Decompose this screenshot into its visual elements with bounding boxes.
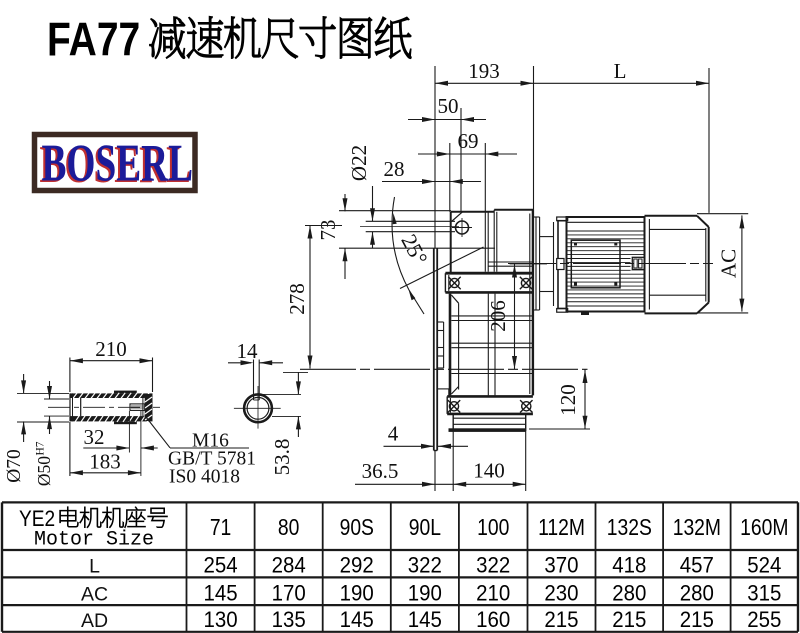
svg-text:GB/T 5781: GB/T 5781 (168, 449, 256, 470)
svg-text:170: 170 (272, 581, 306, 606)
svg-text:280: 280 (612, 581, 646, 606)
svg-text:Ø50: Ø50 (34, 456, 54, 486)
svg-text:278: 278 (285, 283, 309, 315)
svg-text:190: 190 (340, 581, 374, 606)
svg-text:418: 418 (612, 553, 646, 578)
svg-text:145: 145 (203, 581, 237, 606)
svg-text:120: 120 (556, 384, 580, 416)
svg-text:160M: 160M (740, 516, 788, 541)
svg-text:69: 69 (458, 129, 479, 153)
svg-text:215: 215 (544, 607, 578, 632)
svg-text:Ø22: Ø22 (347, 145, 371, 181)
svg-text:53.8: 53.8 (270, 439, 294, 476)
svg-text:210: 210 (476, 581, 510, 606)
svg-text:80: 80 (278, 516, 299, 541)
svg-text:284: 284 (272, 553, 306, 578)
svg-text:145: 145 (340, 607, 374, 632)
svg-text:100: 100 (477, 516, 509, 541)
svg-text:193: 193 (468, 59, 500, 83)
svg-text:457: 457 (680, 553, 714, 578)
svg-text:YE2: YE2 (19, 507, 55, 532)
svg-text:73: 73 (316, 220, 340, 241)
svg-text:160: 160 (476, 607, 510, 632)
svg-text:135: 135 (272, 607, 306, 632)
svg-text:210: 210 (95, 337, 127, 361)
svg-text:215: 215 (680, 607, 714, 632)
svg-text:FA77: FA77 (47, 14, 140, 66)
svg-text:370: 370 (544, 553, 578, 578)
svg-text:Motor Size: Motor Size (34, 529, 154, 552)
svg-text:AC: AC (81, 584, 108, 606)
svg-text:215: 215 (612, 607, 646, 632)
svg-text:206: 206 (486, 300, 510, 332)
svg-text:H7: H7 (35, 441, 47, 455)
svg-text:183: 183 (89, 450, 121, 474)
svg-text:L: L (614, 59, 627, 83)
svg-text:14: 14 (237, 339, 259, 363)
svg-text:130: 130 (203, 607, 237, 632)
svg-text:524: 524 (747, 553, 781, 578)
svg-text:280: 280 (680, 581, 714, 606)
svg-text:IS0 4018: IS0 4018 (169, 467, 240, 488)
svg-text:254: 254 (203, 553, 237, 578)
svg-text:90L: 90L (409, 516, 441, 541)
svg-text:AC: AC (717, 249, 741, 278)
svg-text:230: 230 (544, 581, 578, 606)
svg-text:4: 4 (388, 422, 399, 446)
svg-text:140: 140 (473, 459, 505, 483)
svg-text:255: 255 (747, 607, 781, 632)
svg-text:132S: 132S (607, 516, 652, 541)
svg-text:32: 32 (84, 425, 105, 449)
svg-text:36.5: 36.5 (362, 459, 399, 483)
svg-text:25°: 25° (396, 230, 433, 269)
svg-text:28: 28 (384, 157, 405, 181)
svg-text:AD: AD (81, 610, 108, 632)
svg-text:71: 71 (210, 516, 231, 541)
svg-text:Ø70: Ø70 (4, 449, 25, 483)
svg-text:145: 145 (408, 607, 442, 632)
svg-text:190: 190 (408, 581, 442, 606)
svg-text:322: 322 (476, 553, 510, 578)
svg-text:322: 322 (408, 553, 442, 578)
svg-text:BOSERL: BOSERL (42, 133, 194, 192)
svg-text:292: 292 (340, 553, 374, 578)
svg-text:L: L (89, 556, 100, 578)
svg-text:90S: 90S (340, 516, 374, 541)
svg-text:315: 315 (747, 581, 781, 606)
svg-text:50: 50 (438, 94, 459, 118)
svg-text:BOSERL: BOSERL (40, 134, 192, 193)
svg-text:M16: M16 (192, 431, 229, 452)
svg-text:112M: 112M (538, 516, 585, 541)
svg-text:132M: 132M (673, 516, 721, 541)
